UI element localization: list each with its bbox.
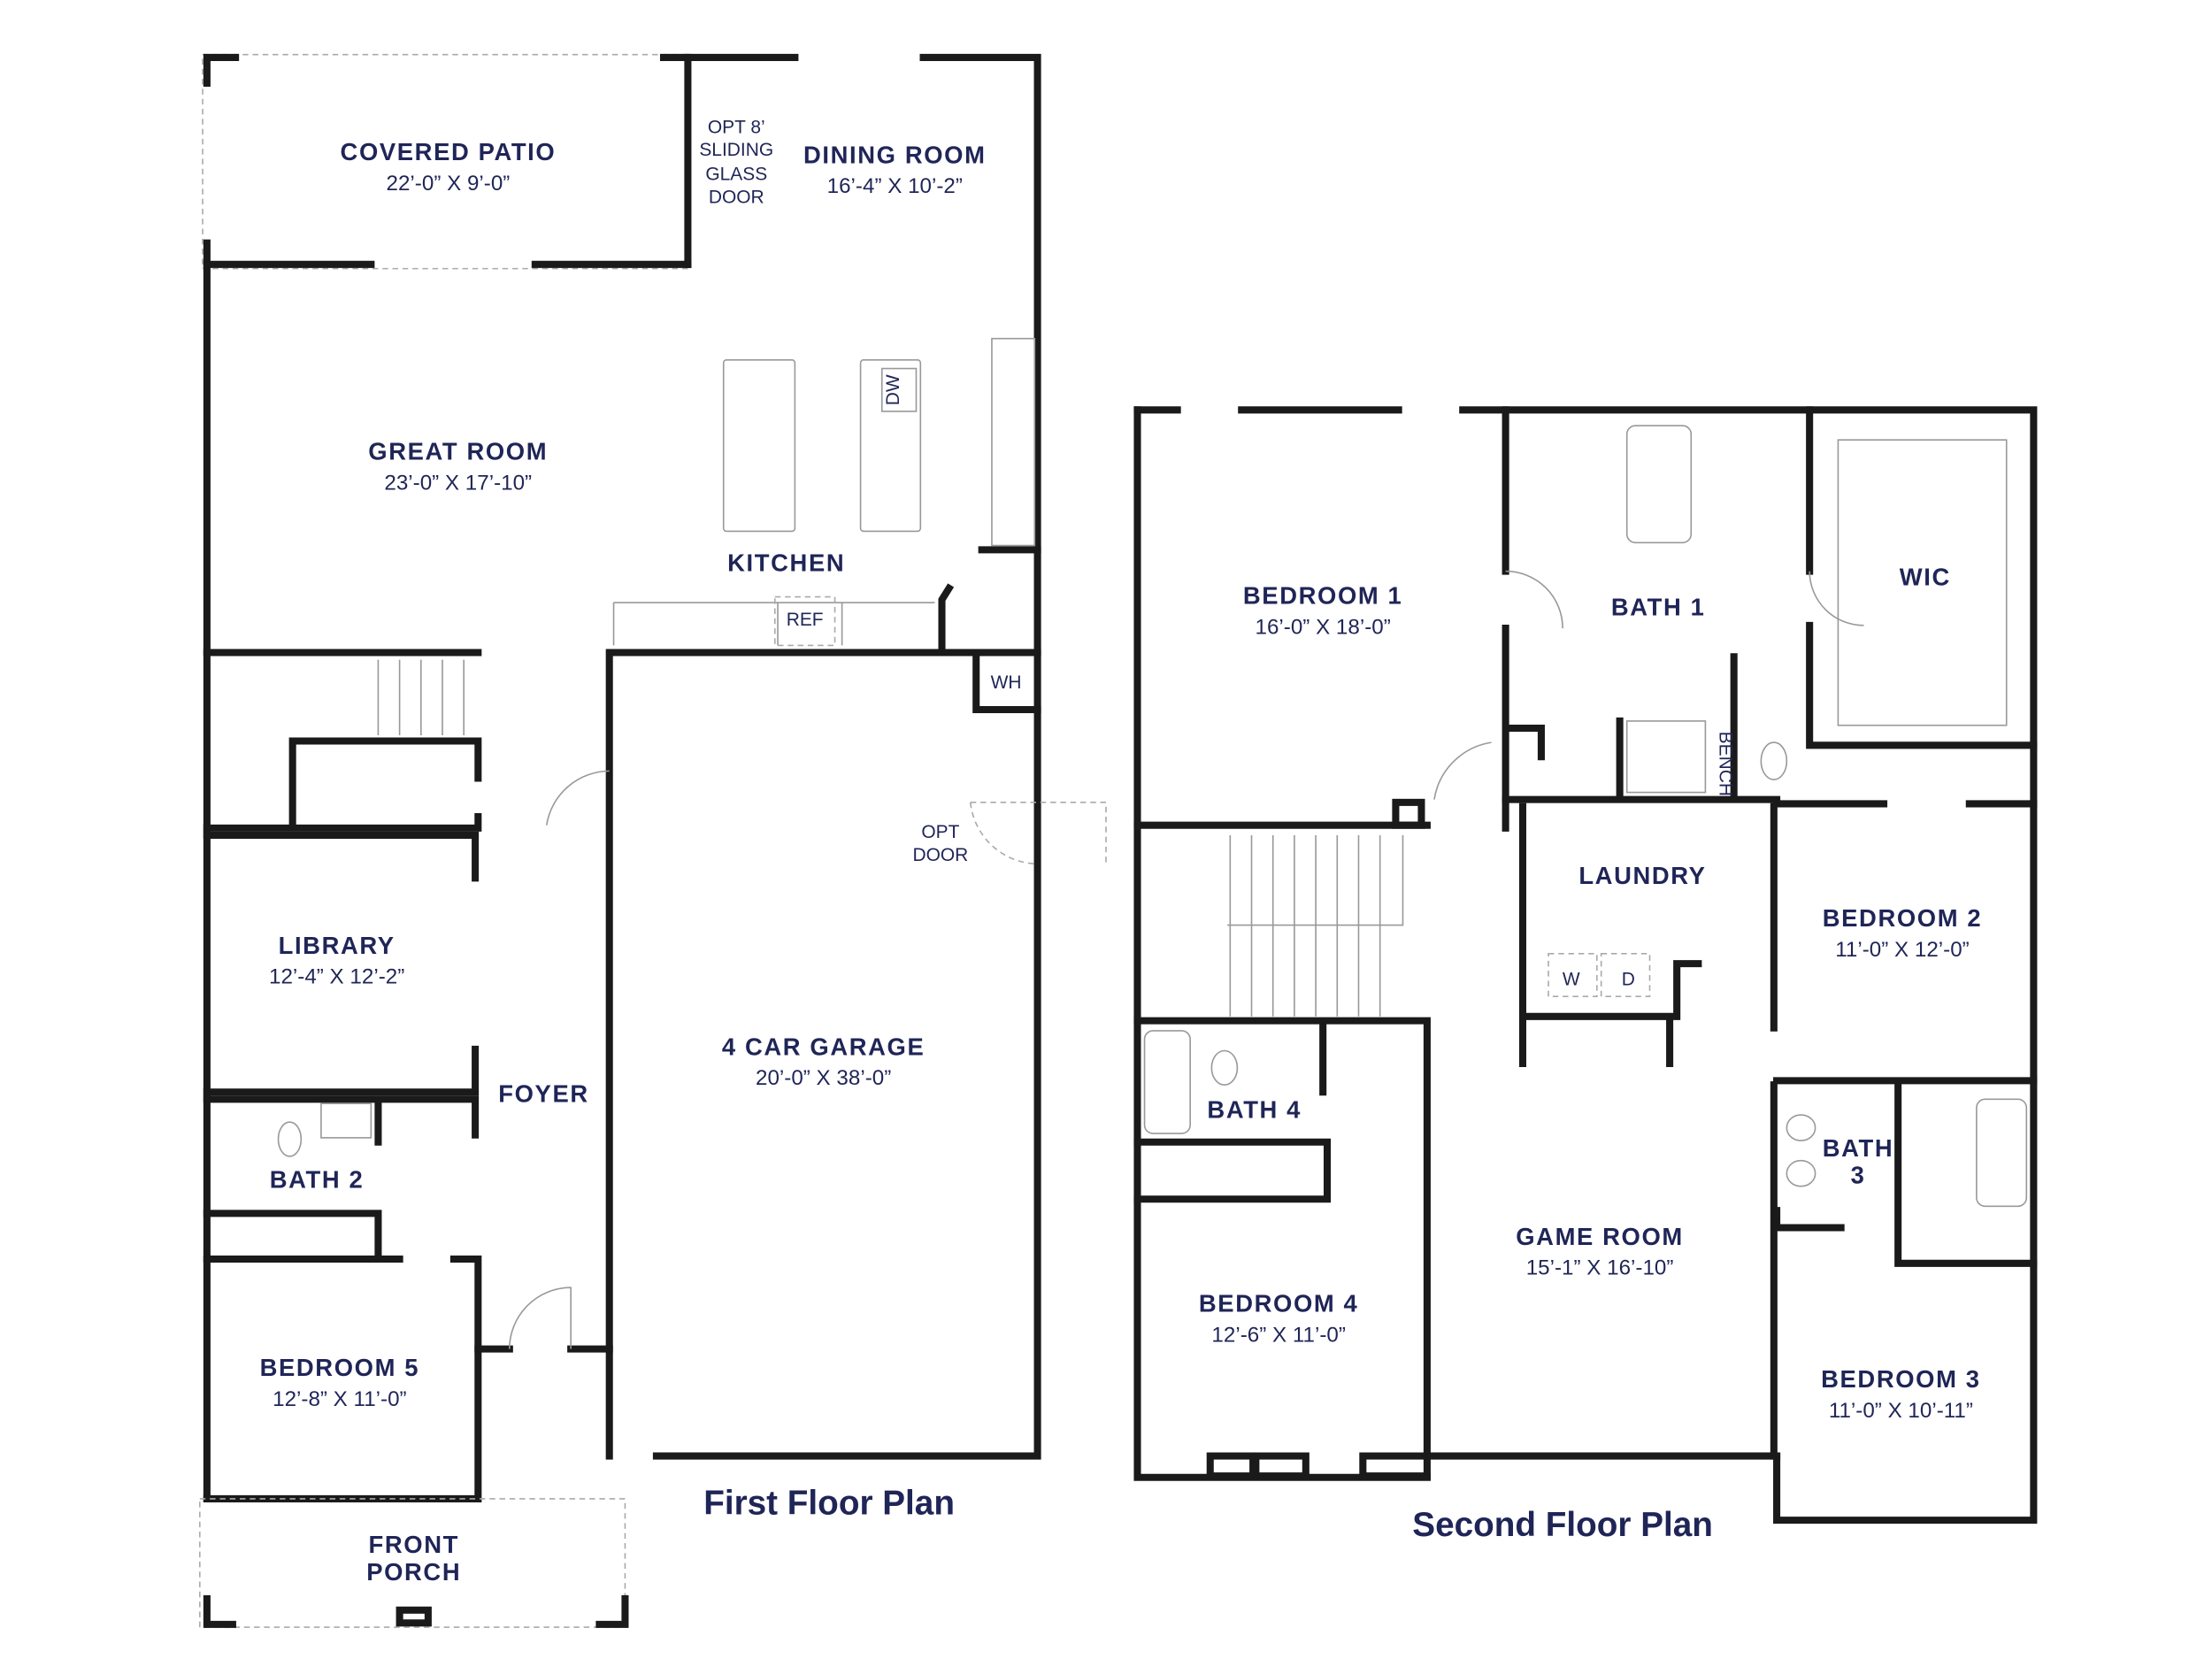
window-box [1359, 1452, 1431, 1480]
bath-4-wall [1133, 1017, 1431, 1460]
bath-3-label: 3 [1851, 1162, 1866, 1189]
vanity [320, 1102, 373, 1139]
bedroom-1-dims: 16’-0” X 18’-0” [1256, 616, 1391, 640]
patio-post [203, 53, 240, 87]
dining-room-label: DINING ROOM [803, 141, 987, 168]
exterior-wall [1133, 406, 1781, 1481]
bedroom-5-dims: 12’-8” X 11’-0” [273, 1387, 406, 1411]
foyer-label: FOYER [498, 1080, 588, 1108]
garage-dims: 20’-0” X 38’-0” [756, 1066, 891, 1090]
opt-door-label: OPT [921, 822, 959, 842]
bath-1-wall [1502, 653, 1781, 803]
exterior-wall [1133, 406, 2038, 1525]
bath-3-label: BATH [1823, 1134, 1894, 1162]
sink [1786, 1159, 1816, 1187]
bath-4-label: BATH 4 [1207, 1095, 1302, 1123]
covered-patio-dims: 22’-0” X 9’-0” [387, 172, 511, 196]
bedroom-1-wall [1133, 406, 1509, 832]
patio-wall [659, 53, 692, 268]
wic-shelf [1837, 439, 2008, 726]
covered-patio-label: COVERED PATIO [341, 138, 557, 165]
porch-post [396, 1606, 432, 1627]
wic-wall [1806, 406, 2038, 749]
sink [1786, 1114, 1816, 1141]
second-floor-plan: BENCH W D BEDROOM 1 16’-0” X 18’-0” BATH… [1133, 406, 2038, 1544]
bedroom-4-dims: 12’-6” X 11’-0” [1211, 1324, 1345, 1348]
front-porch-label: PORCH [366, 1558, 461, 1586]
wh-label: WH [991, 672, 1022, 693]
water-heater-closet [972, 649, 1041, 714]
bedroom-4-label: BEDROOM 4 [1199, 1290, 1359, 1317]
front-porch-outline [199, 1498, 626, 1628]
first-floor-title: First Floor Plan [703, 1485, 955, 1523]
window-box [1206, 1452, 1257, 1480]
library-dims: 12’-4” X 12’-2” [269, 965, 404, 989]
bedroom-3-dims: 11’-0” X 10’-11” [1829, 1399, 1973, 1423]
washer [1548, 953, 1598, 998]
toilet [1760, 741, 1788, 780]
opt-door-swing [969, 802, 1107, 865]
dishwasher [880, 367, 918, 412]
washer-label: W [1563, 969, 1580, 989]
bath-2-label: BATH 2 [270, 1165, 365, 1193]
bathtub [1625, 425, 1693, 544]
game-room-dims: 15’-1” X 16’-10” [1526, 1256, 1674, 1280]
garage-wall [605, 649, 1041, 1460]
sliding-door-note: OPT 8’ [708, 117, 765, 137]
exterior-wall-right [652, 53, 1041, 1460]
door-swing [509, 770, 610, 1349]
kitchen-island [722, 359, 796, 533]
dining-room-dims: 16’-4” X 10’-2” [827, 174, 963, 198]
bath-3-wall [1773, 800, 2038, 1267]
sliding-door-note: DOOR [709, 187, 764, 207]
great-room-dims: 23’-0” X 17’-10” [384, 472, 532, 495]
sink-island [859, 359, 922, 533]
column [1392, 798, 1425, 829]
library-label: LIBRARY [279, 932, 396, 959]
garage-label: 4 CAR GARAGE [722, 1033, 926, 1060]
toilet [277, 1121, 303, 1157]
bedroom-2-label: BEDROOM 2 [1823, 904, 1983, 932]
kitchen-label: KITCHEN [727, 549, 845, 577]
bedroom-1-label: BEDROOM 1 [1243, 582, 1403, 610]
laundry-wall [1518, 803, 1778, 1460]
range-counter [991, 337, 1036, 547]
bath-1-label: BATH 1 [1611, 594, 1706, 621]
bedroom-3-label: BEDROOM 3 [1821, 1365, 1981, 1393]
bedroom-2-dims: 11’-0” X 12’-0” [1835, 938, 1969, 962]
shower [1625, 720, 1707, 794]
door-swing [1433, 570, 1864, 800]
toilet [1210, 1049, 1239, 1087]
ref-label: REF [787, 610, 824, 630]
bathtub [1976, 1098, 2028, 1208]
library-wall [203, 831, 480, 1096]
first-floor-plan: WH OPT DOOR REF DW COVERED PATIO 22 [199, 53, 1107, 1628]
dryer [1600, 953, 1651, 998]
stairs [1227, 834, 1404, 1017]
porch-post [203, 1594, 629, 1628]
stairs [377, 659, 465, 736]
front-porch-label: FRONT [369, 1531, 459, 1558]
dryer-label: D [1622, 969, 1635, 989]
wic-label: WIC [1900, 564, 1951, 591]
bedroom-5-label: BEDROOM 5 [260, 1354, 420, 1381]
dw-label: DW [883, 374, 903, 405]
laundry-label: LAUNDRY [1578, 862, 1706, 889]
sliding-door-note: SLIDING [699, 140, 773, 160]
great-room-label: GREAT ROOM [368, 438, 548, 465]
bathtub [1143, 1030, 1191, 1134]
opt-door-label: DOOR [912, 845, 968, 865]
closet-wall [203, 737, 482, 832]
ref-space [774, 595, 836, 647]
second-floor-title: Second Floor Plan [1412, 1506, 1713, 1544]
pantry-wall [938, 546, 1041, 657]
window-box [1252, 1452, 1310, 1480]
bench-label: BENCH [1716, 732, 1736, 796]
sliding-door-note: GLASS [705, 165, 767, 185]
game-room-label: GAME ROOM [1516, 1223, 1684, 1250]
bath-2-wall [203, 1095, 480, 1260]
